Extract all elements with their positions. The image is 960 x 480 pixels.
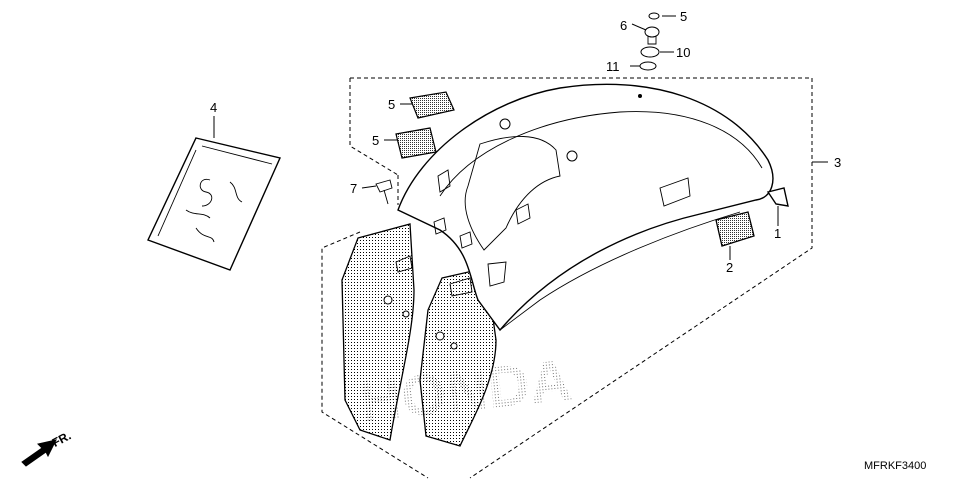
grille-parts (395, 91, 455, 159)
callout-10: 10 (676, 45, 690, 60)
callout-4: 4 (210, 100, 217, 115)
callout-6: 5 (680, 9, 687, 24)
callout-5-lower: 5 (372, 133, 379, 148)
callout-7: 6 (620, 18, 627, 33)
front-direction-indicator: FR. (21, 428, 73, 467)
rear-fender (397, 83, 774, 332)
callout-2: 2 (726, 260, 733, 275)
callout-11: 11 (606, 59, 620, 74)
leader-lines (213, 15, 828, 260)
reflector-parts (715, 187, 789, 247)
diagram-code: MFRKF3400 (864, 460, 926, 472)
bag-part (147, 137, 281, 271)
callout-1: 1 (774, 226, 781, 241)
assembly-frame (321, 77, 813, 479)
hardware-parts (375, 12, 660, 205)
callout-9: 7 (350, 181, 357, 196)
callout-3: 3 (834, 155, 841, 170)
callout-5-upper: 5 (388, 97, 395, 112)
mud-flaps (341, 223, 497, 447)
